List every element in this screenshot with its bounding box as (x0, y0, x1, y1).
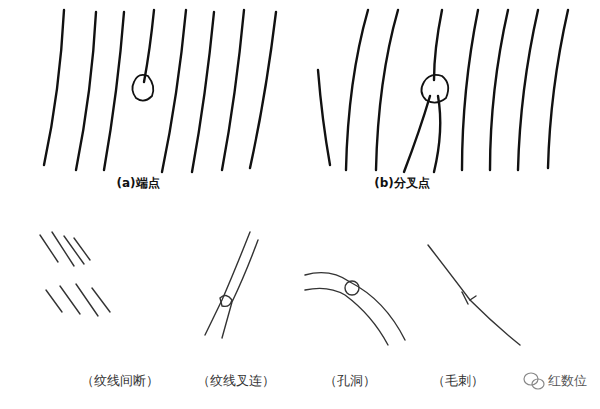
figure-caption: （纹线叉连） (197, 373, 275, 389)
figure-caption: （纹线间断） (81, 373, 159, 389)
panel-caption: (a)端点 (116, 176, 159, 190)
figure-caption: （毛刺） (432, 373, 484, 389)
figure-caption: （孔洞） (324, 373, 376, 389)
watermark: 红数位 (548, 373, 587, 389)
panel-caption: (b)分叉点 (374, 176, 430, 190)
